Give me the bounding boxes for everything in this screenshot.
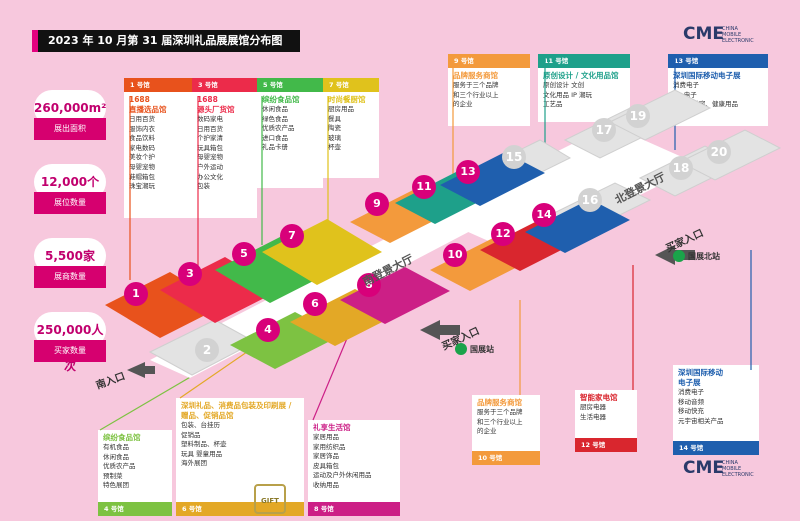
hall-heading: 缤纷食品馆: [262, 95, 300, 104]
pin-hall-3[interactable]: 3: [178, 262, 202, 286]
hall-tag: 4 号馆: [98, 502, 172, 516]
hall-heading: 1688 直播选品馆: [129, 95, 167, 114]
hall-heading: 缤纷食品馆: [103, 433, 141, 442]
pin-hall-19[interactable]: 19: [626, 104, 650, 128]
hall-heading: 礼享生活馆: [313, 423, 351, 432]
leader-lines: [99, 54, 752, 431]
hall-heading: 深圳国际移动 电子展: [678, 368, 723, 387]
metro-icon: [673, 250, 685, 262]
hall-8-block: [340, 267, 450, 324]
hall-tag: 10 号馆: [472, 451, 540, 465]
south-entry-arrow: [127, 362, 155, 378]
cme-logo-bottom-sub: CHINA MOBILE ELECTRONIC: [722, 460, 754, 478]
pin-hall-17[interactable]: 17: [592, 118, 616, 142]
hall-heading: 深圳国际移动电子展: [673, 71, 741, 80]
station-2-label: 国展北站: [688, 252, 720, 261]
pin-hall-9[interactable]: 9: [365, 192, 389, 216]
hall-heading: 时尚餐厨馆: [328, 95, 366, 104]
hall-items: 服务于三个品牌 和三个行业以上 的企业: [477, 408, 523, 436]
pin-hall-5[interactable]: 5: [232, 242, 256, 266]
hall-items: 厨房用品 餐具 陶瓷 玻璃 杯壶: [328, 105, 354, 152]
bottom-card-4: 智能家电馆厨房电器 生活电器 12 号馆: [575, 390, 637, 452]
pin-hall-6[interactable]: 6: [303, 292, 327, 316]
pin-hall-7[interactable]: 7: [280, 224, 304, 248]
hall-tag: 3 号馆: [192, 78, 257, 92]
cme-logo-top-sub: CHINA MOBILE ELECTRONIC: [722, 26, 754, 44]
hall-tag: 14 号馆: [673, 441, 759, 455]
hall-tag: 7 号馆: [323, 78, 379, 92]
top-card-1: 3 号馆 1688 源头厂货馆数码家电 日用百货 个护家清 玩具箱包 母婴宠物 户…: [192, 78, 257, 218]
hall-heading: 智能家电馆: [580, 393, 618, 402]
hall-items: 休闲食品 绿色食品 优质农产品 进口食品 礼品卡册: [262, 105, 295, 152]
top-card-0: 1 号馆 1688 直播选品馆日用百货 服饰内衣 食品饮料 家电数码 美妆个护 母…: [124, 78, 192, 218]
hall-heading: 品牌服务商馆: [477, 398, 522, 407]
hall-items: 服务于三个品牌 和三个行业以上 的企业: [453, 81, 499, 109]
pin-hall-11[interactable]: 11: [412, 175, 436, 199]
hall-heading: 1688 源头厂货馆: [197, 95, 235, 114]
hall-tag: 11 号馆: [538, 54, 630, 68]
metro-icon: [455, 343, 467, 355]
pin-hall-2[interactable]: 2: [195, 338, 219, 362]
pin-hall-18[interactable]: 18: [669, 156, 693, 180]
hall-tag: 9 号馆: [448, 54, 530, 68]
gift-logo: GIFT: [254, 484, 286, 514]
pin-hall-14[interactable]: 14: [532, 203, 556, 227]
pin-hall-13[interactable]: 13: [456, 160, 480, 184]
bottom-card-0: 缤纷食品馆有机食品 休闲食品 优质农产品 预制菜 特色展团 4 号馆: [98, 430, 172, 516]
bottom-card-3: 品牌服务商馆服务于三个品牌 和三个行业以上 的企业 10 号馆: [472, 395, 540, 465]
pin-hall-8[interactable]: 8: [357, 273, 381, 297]
pin-hall-15[interactable]: 15: [502, 145, 526, 169]
stat-area-label: 展出面积: [34, 118, 106, 140]
hall-items: 原创设计 文创 文化用品 IP 潮玩 工艺品: [543, 81, 592, 109]
pin-hall-16[interactable]: 16: [578, 188, 602, 212]
hall-items: 有机食品 休闲食品 优质农产品 预制菜 特色展团: [103, 443, 136, 490]
hall-7-block: [262, 219, 382, 285]
stat-exhibitors-label: 展商数量: [34, 266, 106, 288]
pin-hall-20[interactable]: 20: [707, 140, 731, 164]
pin-hall-1[interactable]: 1: [124, 282, 148, 306]
top-card-3: 7 号馆时尚餐厨馆厨房用品 餐具 陶瓷 玻璃 杯壶: [323, 78, 379, 178]
hall-heading: 原创设计 / 文化用品馆: [543, 71, 619, 80]
page-title: 2023 年 10 月第 31 届深圳礼品展展馆分布图: [32, 30, 300, 52]
stat-booths-label: 展位数量: [34, 192, 106, 214]
hall-items: 消费电子 移动音频 移动快充 元宇宙相关产品: [678, 388, 724, 425]
stat-buyers-label: 买家数量: [34, 340, 106, 362]
hall-tag: 13 号馆: [668, 54, 768, 68]
hall-items: 包装、台挂历 促销品 塑料制品、杯壶 玩具 婴童用品 海外展团: [181, 421, 227, 468]
hall-tag: 12 号馆: [575, 438, 637, 452]
bottom-card-2: 礼享生活馆家居用品 家用纺织品 家居饰品 皮具箱包 运动及户外休闲用品 收纳用品…: [308, 420, 400, 516]
hall-items: 家居用品 家用纺织品 家居饰品 皮具箱包 运动及户外休闲用品 收纳用品: [313, 433, 372, 489]
pin-hall-4[interactable]: 4: [256, 318, 280, 342]
hall-14-block: [525, 199, 630, 253]
hall-items: 日用百货 服饰内衣 食品饮料 家电数码 美妆个护 母婴宠物 鞋帽箱包 珠宝潮玩: [129, 115, 155, 191]
hall-heading: 品牌服务商馆: [453, 71, 498, 80]
south-street-road: [150, 190, 520, 378]
hall-heading: 深圳礼品、消费品包装及印刷展 / 赠品、促销品馆: [181, 401, 292, 420]
hall-tag: 5 号馆: [257, 78, 323, 92]
cme-logo-top: CME: [683, 24, 725, 44]
hall-tag: 1 号馆: [124, 78, 192, 92]
top-card-5: 11 号馆原创设计 / 文化用品馆原创设计 文创 文化用品 IP 潮玩 工艺品: [538, 54, 630, 122]
station-1-label: 国展站: [470, 345, 494, 354]
pin-hall-10[interactable]: 10: [443, 243, 467, 267]
hall-items: 数码家电 日用百货 个护家清 玩具箱包 母婴宠物 户外运动 办公文化 包装: [197, 115, 223, 191]
top-card-4: 9 号馆品牌服务商馆服务于三个品牌 和三个行业以上 的企业: [448, 54, 530, 126]
pin-hall-12[interactable]: 12: [491, 222, 515, 246]
top-card-2: 5 号馆缤纷食品馆休闲食品 绿色食品 优质农产品 进口食品 礼品卡册: [257, 78, 323, 188]
hall-tag: 8 号馆: [308, 502, 400, 516]
cme-logo-bottom: CME: [683, 458, 725, 478]
buyer-entry-1-arrow: [420, 320, 460, 340]
bottom-card-5: 深圳国际移动 电子展消费电子 移动音频 移动快充 元宇宙相关产品 14 号馆: [673, 365, 759, 455]
hall-items: 厨房电器 生活电器: [580, 403, 606, 421]
